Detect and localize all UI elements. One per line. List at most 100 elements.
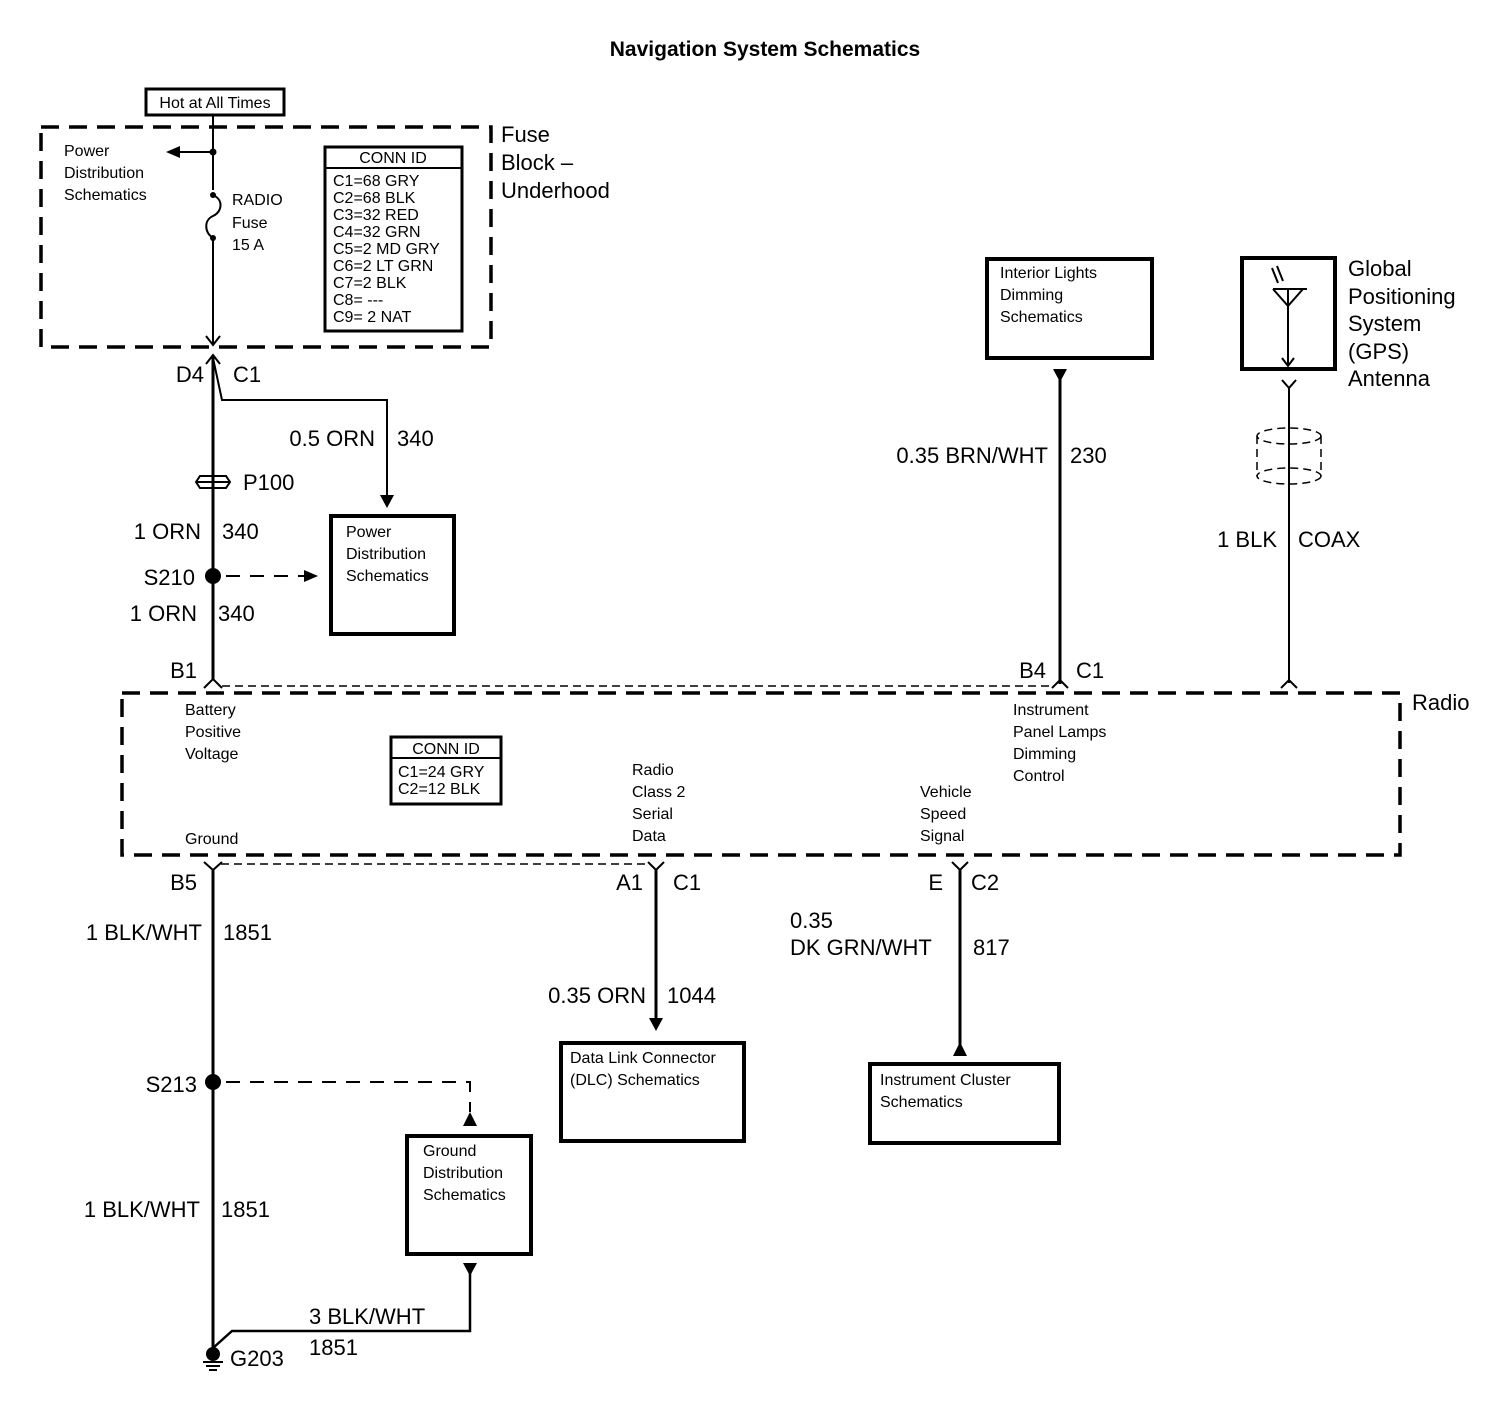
conn-row: C1=24 GRY (398, 764, 485, 781)
ip-dimming-label: Instrument (1013, 702, 1089, 719)
power-box-line: Distribution (346, 546, 426, 563)
ground-upper-wire-circuit: 1851 (223, 920, 272, 945)
antenna-icon (1271, 265, 1307, 368)
upper-wire-circuit: 340 (222, 519, 259, 544)
conn-row: C2=68 BLK (333, 190, 416, 207)
radio-pin-b1: B1 (170, 658, 197, 683)
vss-wire-gauge: 0.35 (790, 908, 833, 933)
serial-data-label: Data (632, 828, 666, 845)
radio-conn-id-table: CONN ID C1=24 GRY C2=12 BLK (389, 735, 503, 806)
fuse-icon (205, 192, 222, 241)
conn-id-header: CONN ID (359, 150, 427, 167)
fuse-rating: 15 A (232, 237, 264, 254)
dimming-wire-color: 0.35 BRN/WHT (896, 443, 1048, 468)
connector-male-icon (951, 861, 969, 872)
splice-s213-branch (226, 1081, 471, 1112)
battery-label: Battery (185, 702, 236, 719)
serial-wire-circuit: 1044 (667, 983, 716, 1008)
ground-box-line: Ground (423, 1143, 476, 1160)
ground-branch-wire-color: 3 BLK/WHT (309, 1304, 425, 1329)
radio-outline (120, 691, 1402, 857)
arrow-down-icon (380, 495, 394, 508)
dlc-box-line: (DLC) Schematics (570, 1072, 700, 1089)
serial-wire-color: 0.35 ORN (548, 983, 646, 1008)
conn-row: C3=32 RED (333, 207, 419, 224)
fuse-block-label-1: Fuse (501, 122, 550, 147)
serial-data-label: Class 2 (632, 784, 685, 801)
diagram-title: Navigation System Schematics (610, 38, 920, 61)
connector-male-icon (203, 861, 223, 872)
arrow-left-icon (166, 146, 180, 158)
arrow-down-icon (649, 1018, 663, 1031)
conn-row: C8= --- (333, 292, 383, 309)
cluster-box-line: Schematics (880, 1094, 963, 1111)
radio-connector-c1-bottom: C1 (673, 870, 701, 895)
gps-label: Global (1348, 256, 1412, 281)
upper-wire-color: 1 ORN (134, 519, 201, 544)
fuse-block-underhood[interactable]: Fuse Block – Underhood (39, 122, 610, 349)
ground-box-line: Schematics (423, 1187, 506, 1204)
ground-lower-wire-circuit: 1851 (221, 1197, 270, 1222)
ground-branch-wire-circuit: 1851 (309, 1335, 358, 1360)
interior-lights-dimming-box[interactable]: Interior Lights Dimming Schematics (985, 257, 1154, 360)
inline-connector-p100: P100 (243, 470, 294, 495)
radio-connector-c1-top: C1 (1076, 658, 1104, 683)
splice-s210-icon (205, 568, 221, 584)
connector-male-icon (647, 861, 665, 872)
battery-label: Voltage (185, 746, 238, 763)
power-distribution-box[interactable]: Power Distribution Schematics (329, 514, 456, 636)
fuse-connector-c1: C1 (233, 362, 261, 387)
ground-label: Ground (185, 831, 238, 848)
hot-at-all-times-box: Hot at All Times (144, 87, 286, 117)
fuse-power-dist-1: Power (64, 143, 110, 160)
fuse-label: Fuse (232, 215, 268, 232)
serial-data-label: Radio (632, 762, 674, 779)
splice-s210: S210 (144, 565, 195, 590)
coax-shield-icon (1256, 427, 1322, 485)
gps-wire-color: 1 BLK (1217, 527, 1277, 552)
serial-data-label: Serial (632, 806, 673, 823)
conn-id-header: CONN ID (412, 741, 480, 758)
fuse-block-outline (39, 125, 493, 349)
radio-module[interactable]: Radio (120, 690, 1469, 857)
gps-wire-circuit: COAX (1298, 527, 1361, 552)
ground-point-g203: G203 (230, 1346, 284, 1371)
arrow-right-icon (304, 570, 318, 582)
ground-lower-wire-color: 1 BLK/WHT (84, 1197, 200, 1222)
fuse-conn-id-table: CONN ID C1=68 GRY C2=68 BLK C3=32 RED C4… (323, 145, 464, 333)
connector-male-icon (1281, 379, 1297, 390)
splice-s213-icon (205, 1074, 221, 1090)
power-box-line: Schematics (346, 568, 429, 585)
gps-antenna-box[interactable] (1240, 256, 1337, 371)
vss-label: Signal (920, 828, 964, 845)
fuse-power-dist-2: Distribution (64, 165, 144, 182)
conn-row: C5=2 MD GRY (333, 241, 440, 258)
conn-row: C4=32 GRN (333, 224, 421, 241)
hot-label: Hot at All Times (159, 95, 270, 112)
branch-wire-color: 0.5 ORN (289, 426, 375, 451)
branch-wire-340[interactable] (212, 357, 388, 495)
ground-upper-wire-color: 1 BLK/WHT (86, 920, 202, 945)
lower-wire-color: 1 ORN (130, 601, 197, 626)
fuse-pin-d4: D4 (176, 362, 204, 387)
conn-row: C2=12 BLK (398, 781, 481, 798)
ground-distribution-box[interactable]: Ground Distribution Schematics (405, 1134, 533, 1256)
conn-row: C7=2 BLK (333, 275, 407, 292)
splice-s213: S213 (146, 1072, 197, 1097)
gps-label: (GPS) (1348, 339, 1409, 364)
arrow-up-icon (953, 1042, 967, 1056)
dlc-box[interactable]: Data Link Connector (DLC) Schematics (559, 1041, 746, 1143)
dimming-box-line: Dimming (1000, 287, 1063, 304)
radio-pin-e: E (928, 870, 943, 895)
fuse-power-dist-3: Schematics (64, 187, 147, 204)
dlc-box-line: Data Link Connector (570, 1050, 717, 1067)
gps-label: Positioning (1348, 284, 1456, 309)
ground-branch-wire[interactable] (212, 1270, 472, 1349)
fuse-name: RADIO (232, 192, 283, 209)
connector-female-icon (1280, 678, 1298, 689)
instrument-cluster-box[interactable]: Instrument Cluster Schematics (868, 1062, 1061, 1145)
connector-female-icon (203, 677, 223, 689)
dimming-wire-circuit: 230 (1070, 443, 1107, 468)
arrow-down-icon (463, 1263, 477, 1276)
